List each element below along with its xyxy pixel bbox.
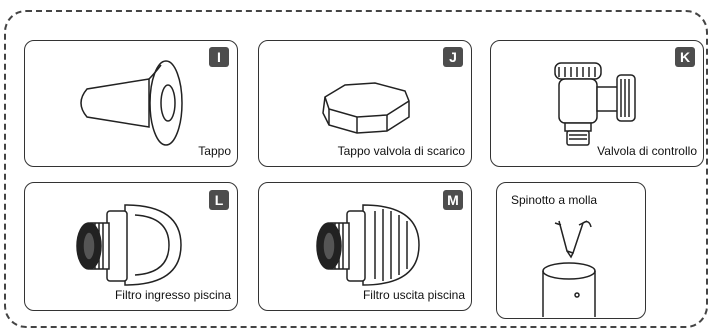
- pool-inlet-filter-icon: [76, 204, 182, 286]
- part-label-L: Filtro ingresso piscina: [114, 288, 231, 302]
- part-label-J: Tappo valvola di scarico: [337, 144, 465, 158]
- part-badge-M: M: [443, 190, 463, 210]
- part-card-spring-pin: Spinotto a molla: [496, 182, 646, 319]
- part-card-L: L Filtro ingresso piscina: [24, 182, 238, 311]
- part-badge-K: K: [675, 47, 695, 67]
- part-card-J: J Tappo valvola di scarico: [258, 40, 472, 167]
- part-badge-J: J: [443, 47, 463, 67]
- part-badge-I: I: [209, 47, 229, 67]
- drain-valve-cap-icon: [322, 82, 410, 134]
- part-label-I: Tappo: [198, 144, 231, 158]
- plug-cap-icon: [80, 60, 183, 146]
- part-card-I: I Tappo: [24, 40, 238, 167]
- dashed-frame: [4, 10, 708, 328]
- part-label-K: Valvola di controllo: [597, 144, 697, 158]
- part-label-M: Filtro uscita piscina: [362, 288, 465, 302]
- pool-outlet-filter-icon: [316, 204, 420, 286]
- part-badge-L: L: [209, 190, 229, 210]
- part-label-spring-pin: Spinotto a molla: [511, 193, 598, 207]
- part-card-K: K Valvola di controllo: [490, 40, 704, 167]
- control-valve-icon: [554, 62, 636, 146]
- part-card-M: M Filtro uscita piscina: [258, 182, 472, 311]
- spring-pin-icon: [542, 220, 596, 317]
